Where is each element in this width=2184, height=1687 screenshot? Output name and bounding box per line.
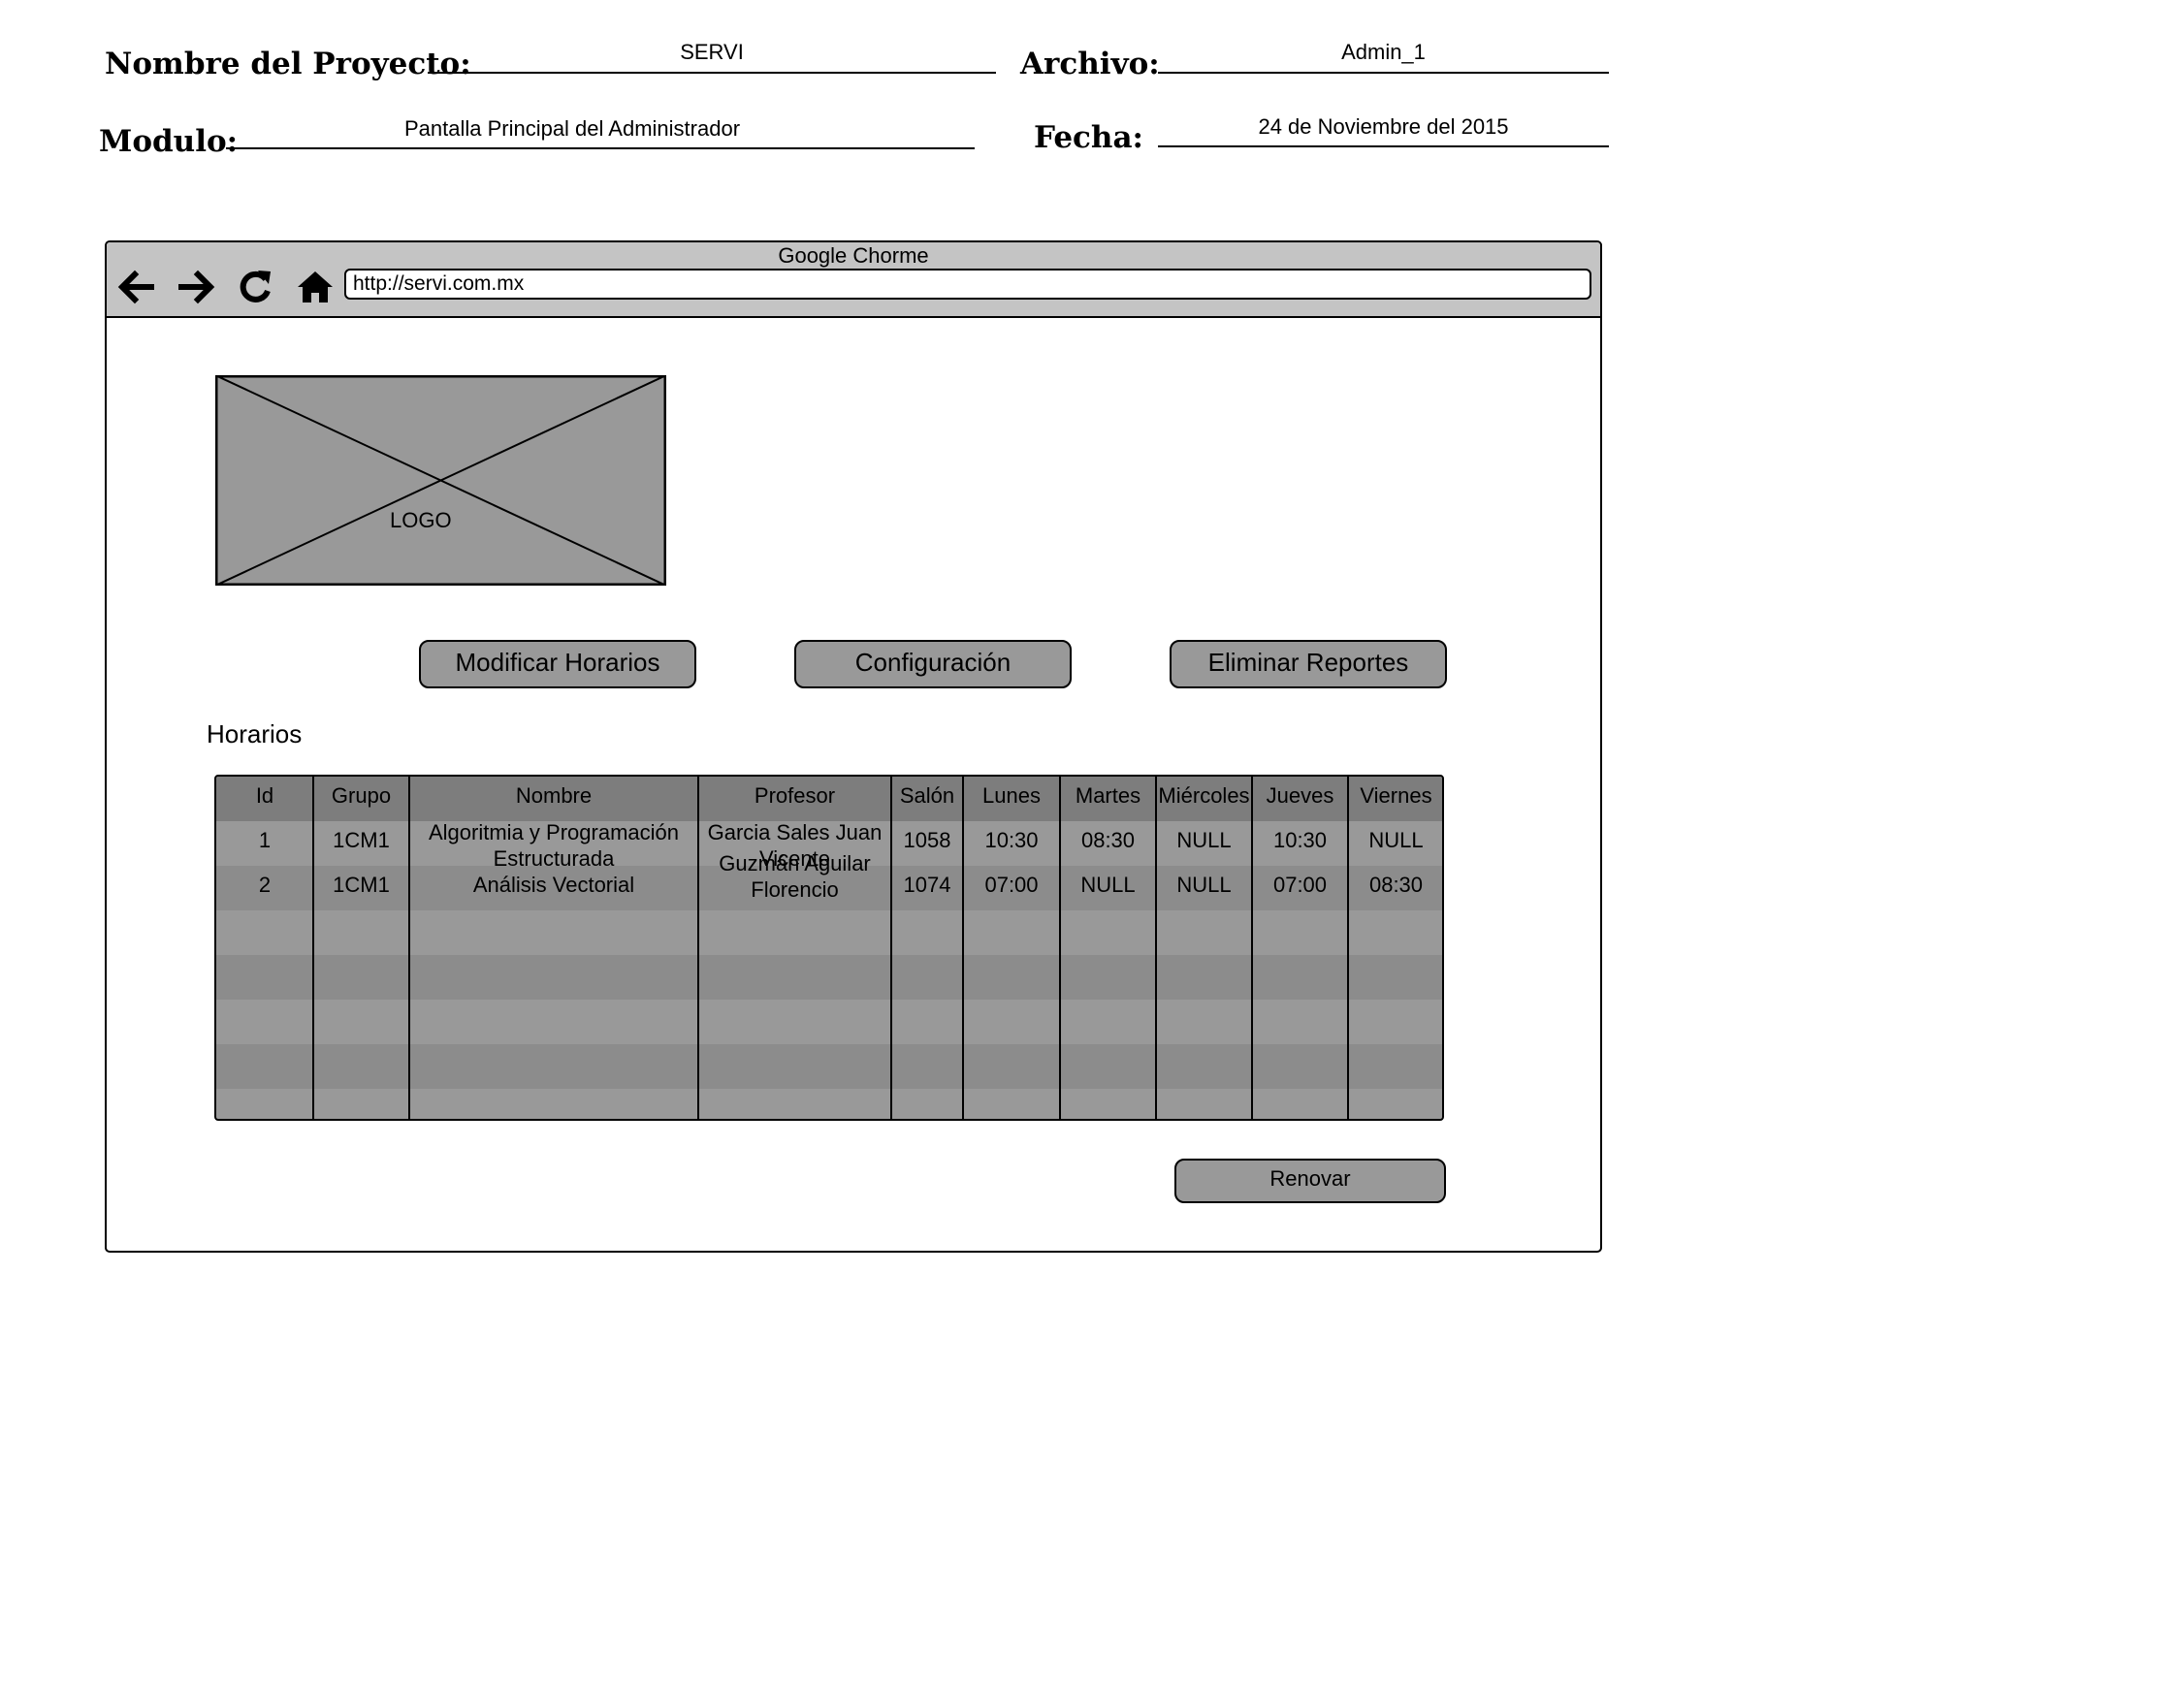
table-cell: NULL <box>1176 828 1232 852</box>
date-line <box>1158 145 1609 147</box>
date-value: 24 de Noviembre del 2015 <box>1258 114 1509 139</box>
table-cell: 10:30 <box>984 828 1039 852</box>
column-divider <box>312 777 314 1119</box>
table-cell: 1058 <box>903 828 951 852</box>
schedules-title: Horarios <box>207 719 303 748</box>
file-value: Admin_1 <box>1341 40 1426 64</box>
column-header: Profesor <box>754 783 836 808</box>
schedule-table: Id Grupo Nombre Profesor Salón Lunes Martes Mié… <box>214 775 1444 1121</box>
table-cell: Garcia Sales Juan Vicente <box>707 820 883 871</box>
forward-arrow-icon[interactable] <box>176 266 218 308</box>
back-arrow-icon[interactable] <box>114 266 157 308</box>
column-divider <box>1059 777 1061 1119</box>
table-cell: Análisis Vectorial <box>472 873 635 897</box>
column-divider <box>890 777 892 1119</box>
configuration-button[interactable]: Configuración <box>794 640 1072 688</box>
table-cell: NULL <box>1080 873 1136 897</box>
column-divider <box>408 777 410 1119</box>
table-cell: Algoritmia y Programación Estructurada <box>429 820 679 871</box>
browser-toolbar: Google Chorme http://servi.com.mx <box>107 242 1600 318</box>
home-icon[interactable] <box>294 266 337 308</box>
table-cell: 1 <box>258 828 272 852</box>
file-label: Archivo: <box>1020 47 1160 81</box>
table-cell: 2 <box>258 873 272 897</box>
project-name-line <box>428 72 996 74</box>
column-header: Viernes <box>1360 783 1432 808</box>
column-divider <box>1347 777 1349 1119</box>
project-name-value: SERVI <box>680 40 744 64</box>
table-cell: 1074 <box>903 873 951 897</box>
address-bar[interactable]: http://servi.com.mx <box>344 269 1591 300</box>
modify-schedules-button[interactable]: Modificar Horarios <box>419 640 696 688</box>
table-header <box>216 777 1442 821</box>
column-header: Lunes <box>982 783 1041 808</box>
table-cell: 1CM1 <box>333 828 390 852</box>
date-label: Fecha: <box>1034 120 1143 155</box>
reload-icon[interactable] <box>234 266 276 308</box>
table-cell: Guzmán Aguilar Florencio <box>719 851 871 902</box>
logo-label: LOGO <box>390 508 452 532</box>
column-header: Miércoles <box>1158 783 1250 808</box>
table-cell: 07:00 <box>984 873 1039 897</box>
column-header: Martes <box>1075 783 1141 808</box>
column-header: Jueves <box>1266 783 1334 808</box>
module-value: Pantalla Principal del Administrador <box>403 116 741 141</box>
module-label: Modulo: <box>99 124 239 159</box>
table-cell: 10:30 <box>1272 828 1328 852</box>
column-header: Nombre <box>515 783 593 808</box>
column-header: Id <box>255 783 274 808</box>
column-divider <box>697 777 699 1119</box>
browser-window: Google Chorme http://servi.com.mx LOGO M… <box>105 240 1602 1253</box>
table-cell: NULL <box>1368 828 1424 852</box>
project-name-label: Nombre del Proyecto: <box>105 47 471 81</box>
column-divider <box>1251 777 1253 1119</box>
file-line <box>1158 72 1609 74</box>
table-cell: 08:30 <box>1368 873 1424 897</box>
table-cell: 07:00 <box>1272 873 1328 897</box>
module-line <box>226 147 975 149</box>
table-cell: NULL <box>1176 873 1232 897</box>
logo-placeholder <box>215 375 666 586</box>
window-title: Google Chorme <box>778 243 929 268</box>
renew-button[interactable]: Renovar <box>1174 1159 1446 1203</box>
delete-reports-button[interactable]: Eliminar Reportes <box>1170 640 1447 688</box>
column-divider <box>1155 777 1157 1119</box>
column-header: Salón <box>899 783 955 808</box>
table-cell: 08:30 <box>1080 828 1136 852</box>
table-cell: 1CM1 <box>333 873 390 897</box>
column-divider <box>962 777 964 1119</box>
column-header: Grupo <box>331 783 392 808</box>
